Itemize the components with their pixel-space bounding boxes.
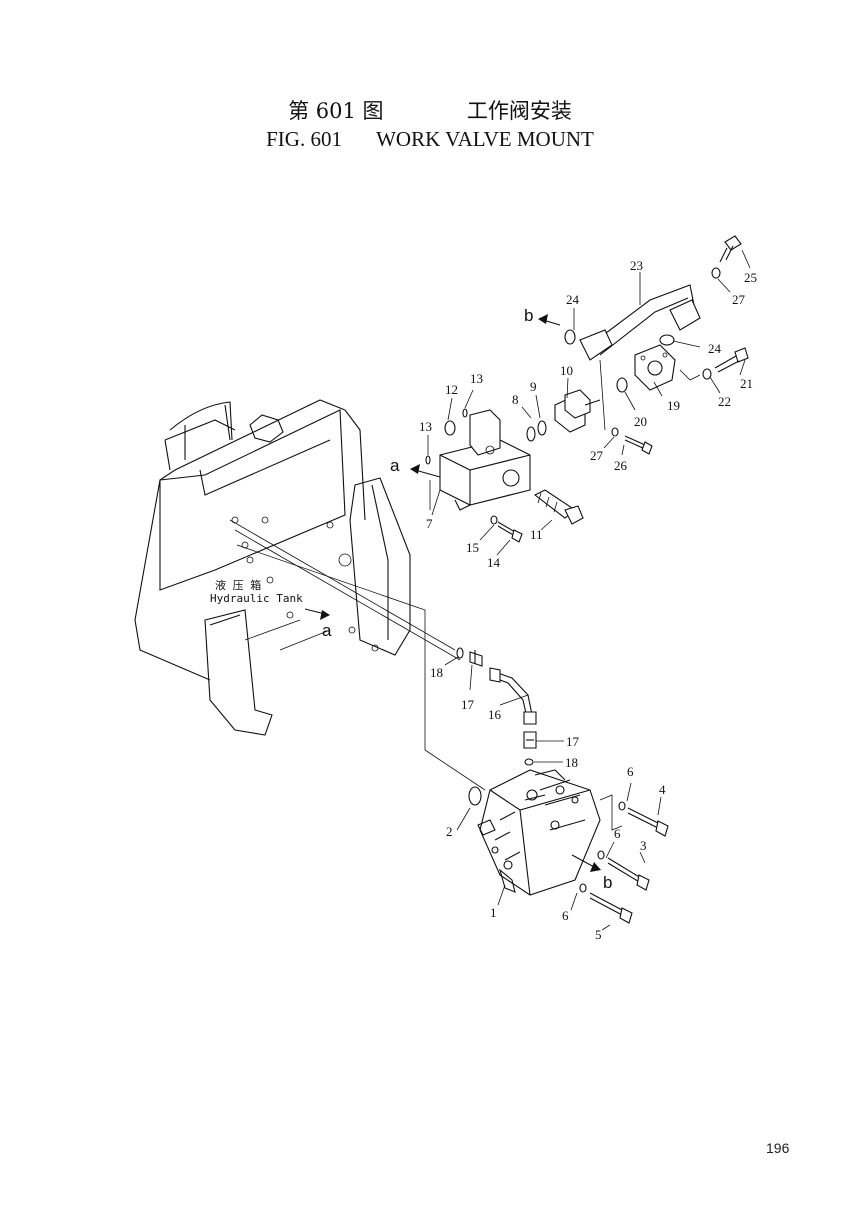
part-number-8: 8: [512, 392, 519, 407]
part-number-6-c: 6: [562, 908, 569, 923]
hydraulic-tank-drawing: [134, 399, 411, 736]
part-number-26: 26: [614, 458, 628, 473]
part-number-1: 1: [490, 905, 497, 920]
tank-label-cn: 液 压 箱: [215, 578, 261, 592]
washer-6-bottom: [579, 883, 587, 893]
washer-6-top: [618, 801, 626, 811]
o-ring-18-lower: [524, 758, 534, 766]
part-number-2: 2: [446, 824, 453, 839]
part-number-22: 22: [718, 394, 731, 409]
part-number-21: 21: [740, 376, 753, 391]
washer-27-upper: [711, 267, 721, 279]
part-number-9: 9: [530, 379, 537, 394]
part-number-11: 11: [530, 527, 543, 542]
fitting-17-lower: [523, 731, 537, 749]
connecting-lines: [229, 359, 701, 831]
part-number-6-a: 6: [627, 764, 634, 779]
direction-label-b-lower: b: [603, 873, 612, 892]
page-number: 196: [766, 1140, 790, 1156]
bolt-5: [589, 892, 633, 924]
figure-title-chinese: 第 601 图 工作阀安装: [0, 95, 860, 125]
connector-10: [554, 389, 601, 433]
o-ring-9: [537, 420, 547, 436]
part-number-4: 4: [659, 782, 666, 797]
part-number-5: 5: [595, 927, 602, 942]
part-number-14: 14: [487, 555, 501, 570]
part-number-12: 12: [445, 382, 458, 397]
figure-number-en: FIG. 601: [266, 127, 342, 151]
bolt-25: [719, 235, 742, 263]
part-number-3: 3: [640, 838, 647, 853]
part-number-10: 10: [560, 363, 573, 378]
figure-number-cn: 第 601 图: [288, 99, 384, 123]
washer-27-lower: [611, 427, 619, 437]
part-number-27-upper: 27: [732, 292, 746, 307]
washer-6-middle: [597, 850, 605, 860]
valve-block-7: [439, 409, 531, 511]
fitting-17-left: [469, 650, 483, 667]
work-valve-1: [477, 769, 601, 896]
tank-label-en: Hydraulic Tank: [210, 592, 303, 605]
bolt-21: [714, 347, 749, 373]
direction-label-b-upper: b: [524, 306, 533, 325]
figure-title-english: FIG. 601 WORK VALVE MOUNT: [0, 127, 860, 152]
o-ring-8: [526, 426, 536, 442]
part-number-23: 23: [630, 258, 643, 273]
part-number-24-left: 24: [566, 292, 580, 307]
bolt-4: [627, 807, 669, 837]
part-number-6-b: 6: [614, 826, 621, 841]
part-number-15: 15: [466, 540, 479, 555]
leader-lines: [427, 249, 751, 931]
washer-15: [490, 515, 498, 525]
o-ring-12: [444, 420, 456, 436]
bolt-26: [624, 435, 653, 455]
o-ring-13-upper: [462, 408, 468, 418]
o-ring-18-left: [456, 647, 464, 659]
part-number-18-right: 18: [565, 755, 578, 770]
part-number-17-left: 17: [461, 697, 475, 712]
pipe-23: [579, 284, 701, 361]
washer-22: [702, 368, 712, 380]
hose-16: [489, 667, 537, 725]
direction-arrows: [304, 314, 601, 872]
part-number-24-right: 24: [708, 341, 722, 356]
part-number-16: 16: [488, 707, 502, 722]
o-ring-13-lower: [425, 455, 431, 465]
part-number-27-lower: 27: [590, 448, 604, 463]
part-number-25: 25: [744, 270, 757, 285]
figure-name-en: WORK VALVE MOUNT: [376, 127, 594, 151]
part-number-17-right: 17: [566, 734, 580, 749]
relief-valve-11: [533, 489, 584, 525]
o-ring-20: [616, 377, 628, 393]
figure-name-cn: 工作阀安装: [466, 99, 572, 123]
bolt-14: [497, 521, 523, 543]
direction-label-a-upper: a: [390, 456, 400, 475]
part-number-19: 19: [667, 398, 680, 413]
o-ring-24-right: [659, 334, 675, 346]
part-number-20: 20: [634, 414, 647, 429]
part-number-7: 7: [426, 516, 433, 531]
part-number-13-upper: 13: [470, 371, 483, 386]
part-number-18-left: 18: [430, 665, 443, 680]
direction-label-a-lower: a: [322, 621, 332, 640]
o-ring-24-left: [564, 329, 576, 345]
flange-19: [634, 344, 676, 391]
o-ring-2: [468, 786, 482, 806]
part-number-13-lower: 13: [419, 419, 432, 434]
bolt-3: [607, 857, 650, 891]
